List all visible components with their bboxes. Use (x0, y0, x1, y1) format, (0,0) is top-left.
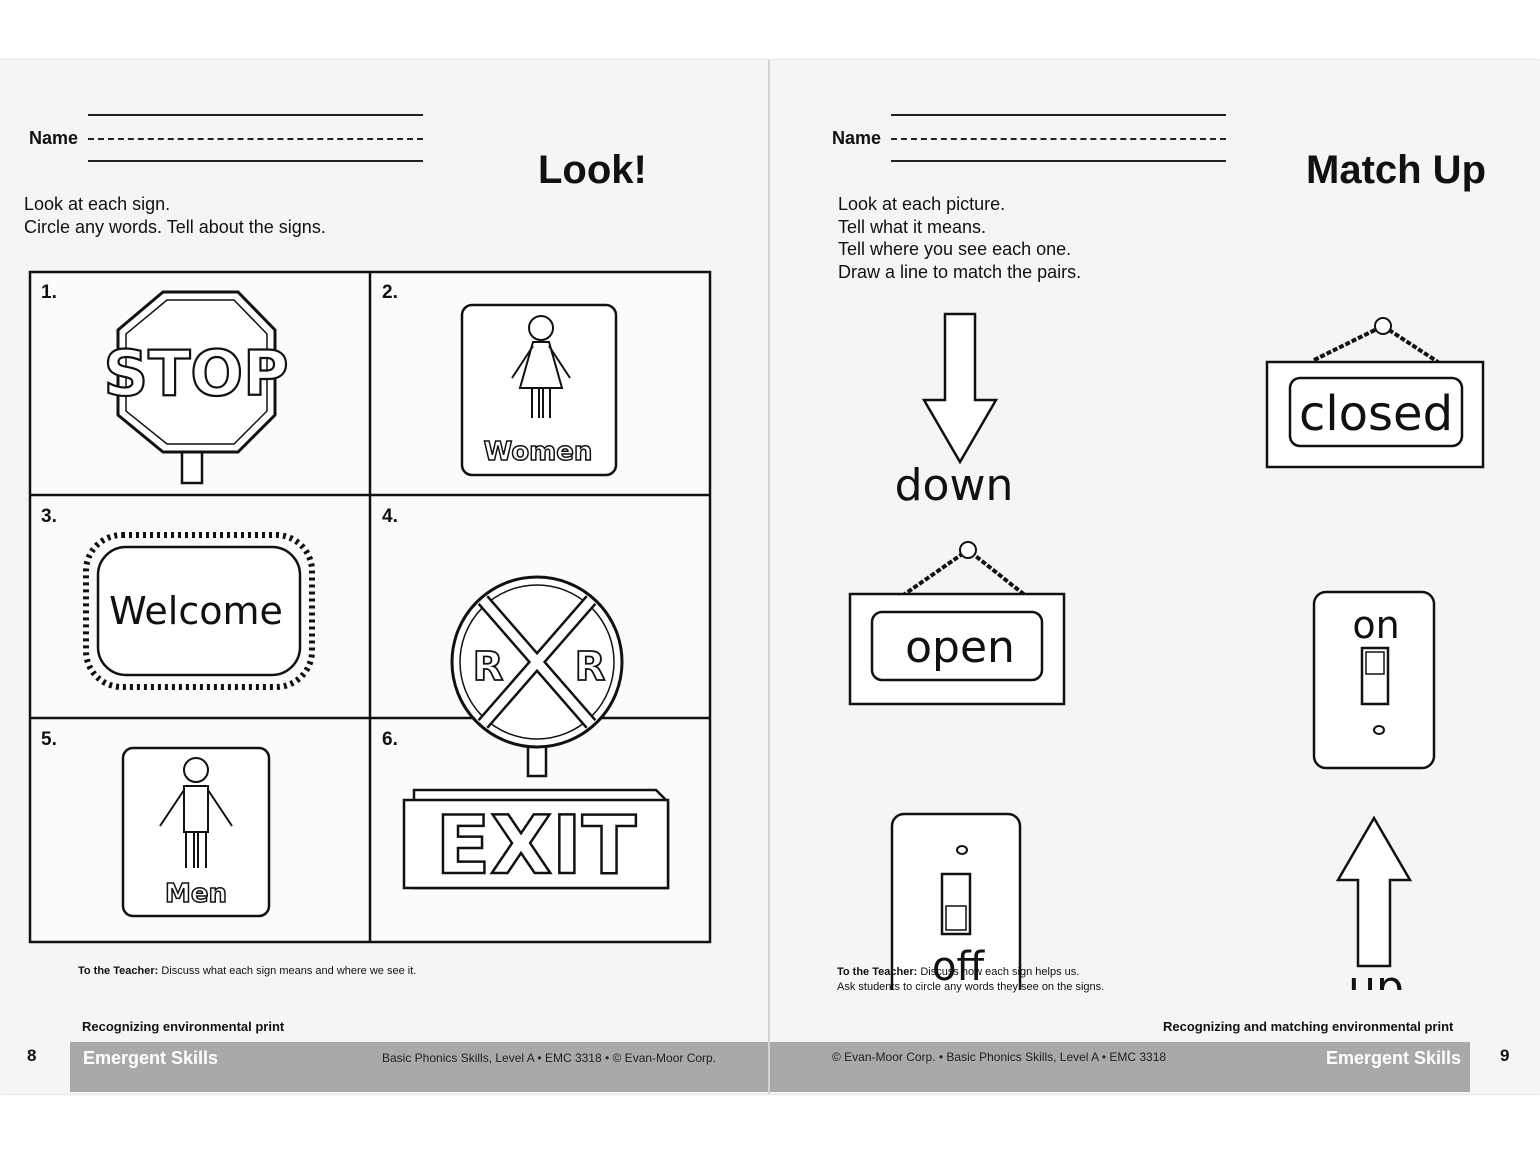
cell-number-5: 5. (41, 729, 57, 750)
band-info: © Evan-Moor Corp. • Basic Phonics Skills… (832, 1050, 1167, 1064)
instructions: Look at each picture. Tell what it means… (838, 193, 1081, 283)
down-word: down (895, 460, 1014, 511)
welcome-text: Welcome (109, 589, 283, 633)
instruction-line: Look at each picture. (838, 194, 1006, 214)
skill-label: Recognizing and matching environmental p… (1163, 1019, 1454, 1034)
page-title: Look! (538, 148, 647, 192)
women-restroom-icon: Women (460, 303, 618, 477)
closed-word: closed (1299, 386, 1453, 442)
book-spine (768, 60, 770, 1094)
women-sign-text: Women (484, 437, 593, 467)
footer-band: Emergent Skills Basic Phonics Skills, Le… (70, 1042, 768, 1092)
name-line-bottom (88, 160, 423, 162)
page-number: 9 (1500, 1046, 1510, 1065)
page-number: 8 (27, 1046, 37, 1065)
cell-number-6: 6. (382, 729, 398, 750)
instruction-line: Tell where you see each one. (838, 239, 1072, 259)
page-title: Match Up (1306, 148, 1486, 192)
teacher-label: To the Teacher: (837, 966, 918, 978)
teacher-note-text: Discuss how each sign helps us. (920, 966, 1080, 978)
instruction-line: Look at each sign. (24, 194, 171, 214)
men-sign-text: Men (165, 879, 227, 909)
open-word: open (905, 622, 1015, 673)
welcome-mat-icon: Welcome (83, 532, 315, 690)
down-arrow-icon[interactable]: down (895, 312, 1014, 511)
railroad-letter-left: R (473, 644, 504, 690)
name-line-dashed[interactable] (88, 138, 423, 140)
instruction-line: Draw a line to match the pairs. (838, 261, 1082, 282)
teacher-note-text: Discuss what each sign means and where w… (161, 965, 417, 977)
closed-sign-icon[interactable]: closed (1265, 317, 1485, 469)
teacher-note-text: Ask students to circle any words they se… (837, 981, 1105, 993)
teacher-note: To the Teacher: Discuss what each sign m… (78, 964, 416, 979)
teacher-label: To the Teacher: (78, 965, 159, 977)
name-line-top (891, 114, 1226, 116)
instruction-line: Circle any words. Tell about the signs. (24, 216, 326, 237)
name-label: Name (29, 128, 79, 148)
cell-number-2: 2. (382, 282, 398, 303)
stop-sign-icon: STOP (102, 290, 290, 485)
on-word: on (1352, 603, 1399, 647)
exit-sign-icon: EXIT (402, 788, 670, 893)
skill-label: Recognizing environmental print (82, 1019, 285, 1034)
open-sign-icon[interactable]: open (848, 541, 1066, 706)
band-info: Basic Phonics Skills, Level A • EMC 3318… (382, 1051, 717, 1065)
footer-band: © Evan-Moor Corp. • Basic Phonics Skills… (770, 1042, 1470, 1092)
cell-number-4: 4. (382, 506, 398, 527)
workbook-spread: Name Look! Look at each sign. Circle any… (0, 60, 1540, 1094)
instructions: Look at each sign. Circle any words. Tel… (24, 193, 326, 238)
instruction-line: Tell what it means. (838, 216, 987, 237)
up-arrow-icon[interactable]: up (1335, 815, 1413, 990)
name-label: Name (832, 128, 882, 148)
match-pictures: down closed open on (848, 312, 1485, 990)
railroad-letter-right: R (575, 644, 606, 690)
off-word: off (932, 944, 985, 990)
railroad-crossing-icon: R R (450, 575, 624, 778)
stop-sign-text: STOP (103, 337, 288, 410)
sign-grid: STOP Women Welcome (28, 270, 712, 944)
up-word: up (1348, 962, 1404, 990)
band-title: Emergent Skills (83, 1048, 219, 1068)
name-line-dashed[interactable] (891, 138, 1226, 140)
cell-number-3: 3. (41, 506, 57, 527)
band-title: Emergent Skills (1326, 1048, 1462, 1068)
light-switch-on-icon[interactable]: on (1312, 590, 1436, 770)
name-line-top (88, 114, 423, 116)
name-line-bottom (891, 160, 1226, 162)
men-restroom-icon: Men (121, 746, 271, 918)
light-switch-off-icon[interactable]: off (890, 812, 1022, 990)
exit-sign-text: EXIT (436, 799, 637, 892)
teacher-note: To the Teacher: Discuss how each sign he… (837, 965, 1104, 995)
cell-number-1: 1. (41, 282, 57, 303)
